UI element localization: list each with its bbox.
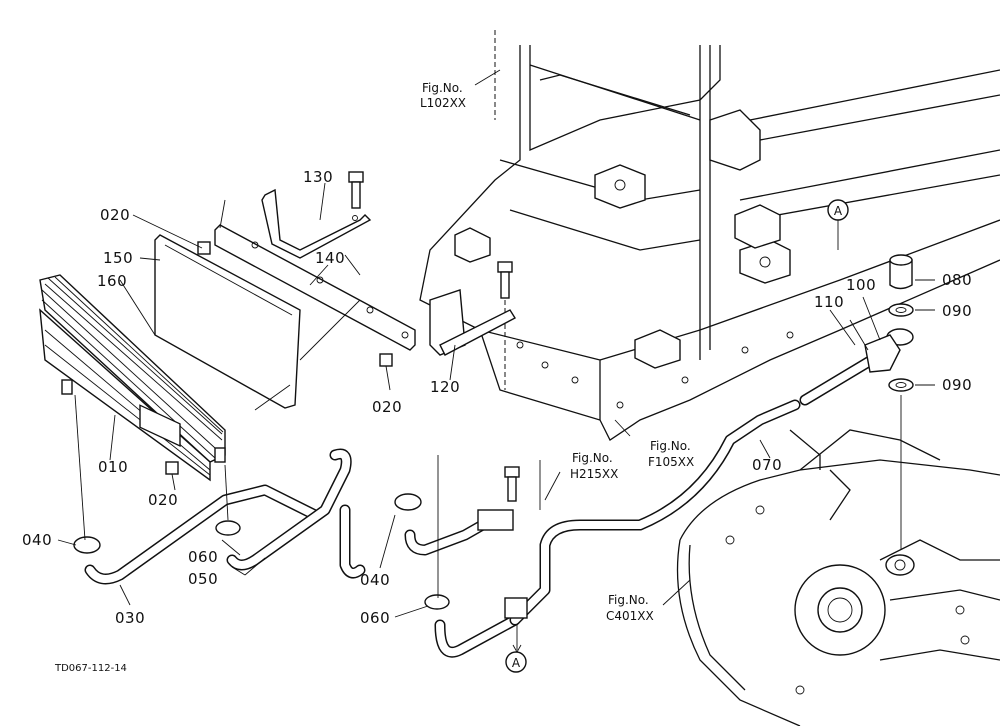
svg-text:Fig.No.: Fig.No. (650, 439, 691, 453)
part-label-030: 030 (115, 609, 145, 627)
svg-text:A: A (512, 656, 521, 670)
svg-text:H215XX: H215XX (570, 467, 618, 481)
part-label-050: 050 (188, 570, 218, 588)
part-label-120: 120 (430, 378, 460, 396)
view-marker-a-bottom: A (505, 651, 527, 673)
frame-drawing (419, 30, 1000, 441)
drawing-code: TD067-112-14 (54, 663, 127, 674)
part-label-010: 010 (98, 458, 128, 476)
svg-text:A: A (834, 204, 843, 218)
svg-text:Fig.No.: Fig.No. (572, 451, 613, 465)
part-label-020: 020 (148, 491, 178, 509)
part-label-160: 160 (97, 272, 127, 290)
svg-text:L102XX: L102XX (420, 96, 466, 110)
part-label-150: 150 (103, 249, 133, 267)
part-label-130: 130 (303, 168, 333, 186)
view-marker-a-top: A (827, 199, 849, 250)
fig-ref-c401: Fig.No. C401XX (606, 593, 654, 623)
hoses-drawing (73, 349, 886, 658)
part-label-080: 080 (942, 271, 972, 289)
svg-text:Fig.No.: Fig.No. (422, 81, 463, 95)
part-label-060: 060 (188, 548, 218, 566)
part-label-140: 140 (315, 249, 345, 267)
label-leaders (57, 69, 935, 618)
svg-text:C401XX: C401XX (606, 609, 654, 623)
part-label-100: 100 (846, 276, 876, 294)
svg-text:F105XX: F105XX (648, 455, 694, 469)
transmission-housing-drawing (676, 429, 1000, 726)
part-label-090: 090 (942, 302, 972, 320)
part-label-110: 110 (814, 293, 844, 311)
part-label-040: 040 (360, 571, 390, 589)
fig-ref-h215: Fig.No. H215XX (570, 451, 618, 481)
part-label-020: 020 (372, 398, 402, 416)
part-label-070: 070 (752, 456, 782, 474)
banjo-fitting-drawing (849, 254, 914, 550)
svg-text:Fig.No.: Fig.No. (608, 593, 649, 607)
oil-cooler-drawing (39, 171, 516, 482)
part-label-060: 060 (360, 609, 390, 627)
part-label-040: 040 (22, 531, 52, 549)
part-label-090: 090 (942, 376, 972, 394)
part-label-020: 020 (100, 206, 130, 224)
fig-ref-f105: Fig.No. F105XX (648, 439, 694, 469)
part-labels: 020 130 150 140 160 120 020 010 020 040 … (22, 168, 972, 627)
fig-ref-l102: Fig.No. L102XX (420, 81, 466, 110)
